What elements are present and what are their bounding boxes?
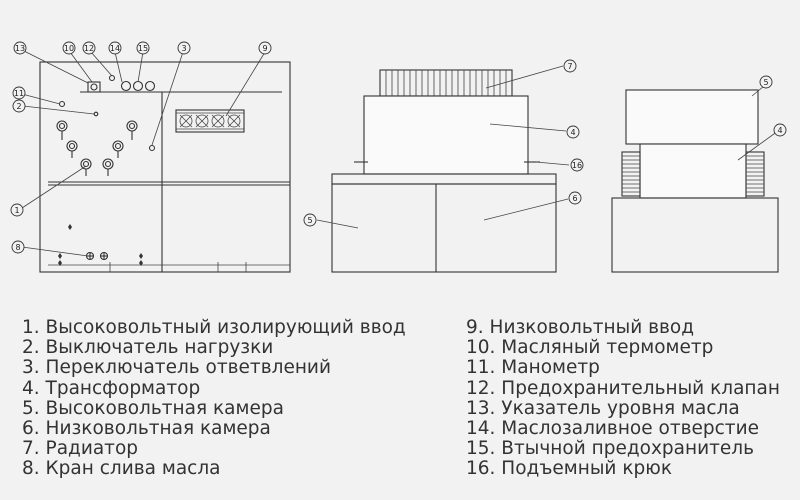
callout-12: 12 <box>82 41 96 55</box>
svg-text:9: 9 <box>262 44 267 53</box>
manometer <box>58 100 66 108</box>
hv-bushings <box>56 120 138 176</box>
base-chambers <box>331 183 557 273</box>
svg-text:6: 6 <box>572 194 577 203</box>
front-view <box>21 49 291 273</box>
callout-13: 13 <box>13 41 27 55</box>
callout-5-side: 5 <box>303 213 317 227</box>
callout-7: 7 <box>563 59 577 73</box>
callout-6: 6 <box>568 191 582 205</box>
svg-text:16: 16 <box>572 161 582 170</box>
svg-text:12: 12 <box>84 44 94 53</box>
legend-item: 14. Маслозаливное отверстие <box>466 418 759 440</box>
svg-text:3: 3 <box>181 44 186 53</box>
end-transformer <box>639 143 747 199</box>
legend-item: 10. Масляный термометр <box>466 337 714 359</box>
callout-15: 15 <box>136 41 150 55</box>
callout-4-side: 4 <box>566 125 580 139</box>
legend-item: 13. Указатель уровня масла <box>466 397 740 419</box>
callout-11: 11 <box>12 86 26 100</box>
oil-drain-valve <box>85 251 109 261</box>
svg-text:14: 14 <box>110 44 120 53</box>
svg-text:7: 7 <box>567 62 572 71</box>
legend-item: 4. Трансформатор <box>22 377 201 399</box>
callout-14: 14 <box>108 41 122 55</box>
end-base <box>611 197 779 273</box>
svg-text:4: 4 <box>777 126 782 135</box>
fuse-3 <box>144 80 156 92</box>
svg-text:5: 5 <box>763 78 768 87</box>
svg-text:4: 4 <box>570 128 575 137</box>
front-cabinet-outline <box>39 61 291 273</box>
callout-2: 2 <box>12 99 26 113</box>
callout-8: 8 <box>11 240 25 254</box>
load-switch <box>93 111 99 117</box>
callout-4-end: 4 <box>773 123 787 137</box>
legend-item: 5. Высоковольтная камера <box>22 397 284 419</box>
callouts: 13 10 12 14 15 3 9 11 2 1 8 7 4 16 5 6 5… <box>10 41 787 254</box>
legend-item: 1. Высоковольтный изолирующий ввод <box>22 317 406 338</box>
lv-bushings <box>175 109 245 133</box>
svg-text:10: 10 <box>64 44 74 53</box>
side-view <box>316 65 570 273</box>
legend-right: 9. Низковольтный ввод 10. Масляный термо… <box>466 317 780 480</box>
end-radiator-right <box>745 151 765 197</box>
legend-item: 12. Предохранительный клапан <box>466 377 780 399</box>
svg-text:2: 2 <box>16 102 21 111</box>
transformer-tank <box>363 95 529 175</box>
svg-text:15: 15 <box>138 44 148 53</box>
end-hv-chamber <box>625 89 759 145</box>
svg-text:8: 8 <box>15 243 20 252</box>
legend-item: 8. Кран слива масла <box>22 458 221 480</box>
legend-left: 1. Высоковольтный изолирующий ввод 2. Вы… <box>22 317 406 480</box>
callout-1: 1 <box>10 203 24 217</box>
oil-level-indicator <box>87 81 101 93</box>
legend-item: 6. Низковольтная камера <box>22 418 271 440</box>
legend-item: 2. Выключатель нагрузки <box>22 337 274 359</box>
legend-item: 16. Подъемный крюк <box>466 458 673 480</box>
fuse-1 <box>120 80 132 92</box>
oil-thermometer <box>108 74 116 82</box>
callout-16: 16 <box>570 158 584 172</box>
svg-text:13: 13 <box>15 44 25 53</box>
end-view <box>611 85 779 273</box>
svg-text:5: 5 <box>307 216 312 225</box>
callout-3: 3 <box>177 41 191 55</box>
end-radiator-left <box>621 151 641 197</box>
legend-item: 7. Радиатор <box>22 438 139 460</box>
callout-10: 10 <box>62 41 76 55</box>
transformer-diagram: 13 10 12 14 15 3 9 11 2 1 8 7 4 16 5 6 5… <box>10 41 787 273</box>
svg-text:1: 1 <box>14 206 19 215</box>
callout-5-end: 5 <box>759 75 773 89</box>
legend-item: 9. Низковольтный ввод <box>466 317 695 338</box>
callout-9: 9 <box>258 41 272 55</box>
tap-changer <box>148 144 156 152</box>
legend-item: 11. Манометр <box>466 357 600 379</box>
svg-text:11: 11 <box>14 89 24 98</box>
fuse-2 <box>132 80 144 92</box>
legend-item: 15. Втычной предохранитель <box>466 438 754 460</box>
legend-item: 3. Переключатель ответвлений <box>22 357 331 379</box>
